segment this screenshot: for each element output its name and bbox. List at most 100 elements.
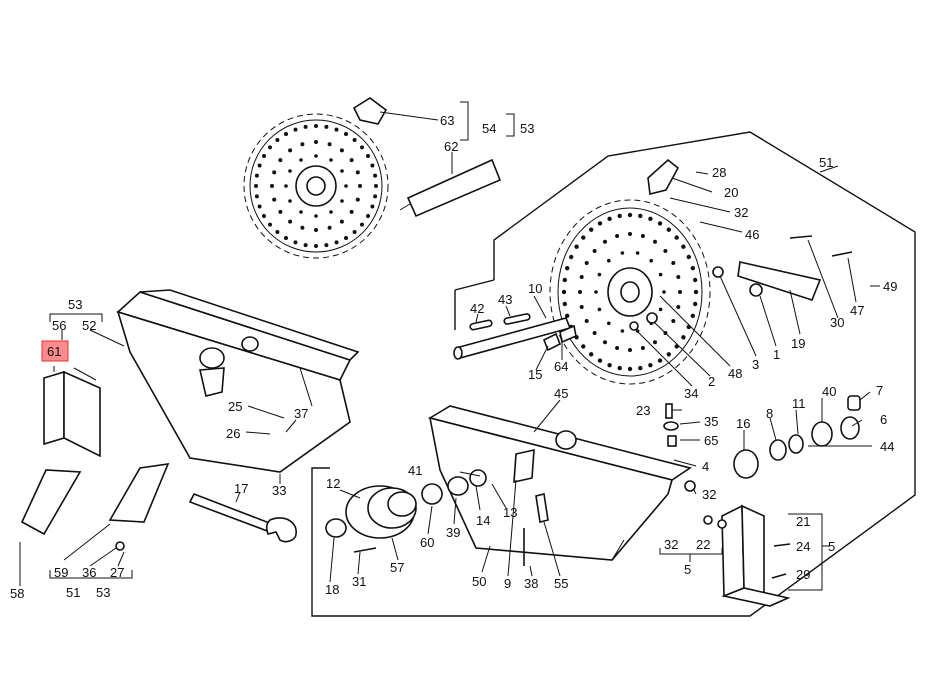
callout-label: 28 xyxy=(712,165,726,180)
bolt-hole xyxy=(299,210,303,214)
bolt-hole xyxy=(589,352,594,357)
callout-label: 51 xyxy=(819,155,833,170)
ring-8 xyxy=(769,439,787,461)
bolt-hole xyxy=(327,142,332,147)
bearing-39 xyxy=(447,476,469,496)
bolt-hole xyxy=(340,169,344,173)
bolt-hole xyxy=(254,173,259,178)
spring-64 xyxy=(559,324,577,344)
knives-58-59 xyxy=(20,463,170,551)
bolt-hole xyxy=(257,163,262,168)
bolt-hole xyxy=(303,243,308,248)
plug-7 xyxy=(847,395,861,411)
nut-1 xyxy=(749,283,763,297)
bolt-hole xyxy=(370,204,375,209)
callout-label: 23 xyxy=(636,403,650,418)
callout-label: 53 xyxy=(520,121,534,136)
callout-label: 22 xyxy=(696,537,710,552)
callout-label: 53 xyxy=(68,297,82,312)
bolt-hole xyxy=(690,266,695,271)
bolt-hole xyxy=(275,230,280,234)
wrench-17 xyxy=(188,492,297,543)
callout-label: 10 xyxy=(528,281,542,296)
callout-label: 35 xyxy=(704,414,718,429)
bolt-hole xyxy=(657,358,663,363)
washer-2 xyxy=(646,312,658,324)
bolt-hole xyxy=(339,148,344,153)
disc-outline xyxy=(243,113,389,259)
lower-housing xyxy=(427,405,692,566)
bolt-hole xyxy=(597,358,603,363)
callout-label: 59 xyxy=(54,565,68,580)
bolt-hole xyxy=(584,319,589,323)
bolt-hole xyxy=(607,258,611,263)
bolt-hole xyxy=(299,158,303,162)
bolt-hole xyxy=(268,222,272,227)
housing-rim xyxy=(139,289,360,361)
bolt-hole xyxy=(578,290,582,294)
callout-label: 65 xyxy=(704,433,718,448)
bolt-hole xyxy=(349,209,354,214)
callout-label: 34 xyxy=(684,386,698,401)
bolt-hole xyxy=(344,132,348,136)
bolt-24 xyxy=(773,543,791,547)
bolt-hole xyxy=(686,254,691,260)
bolt-hole xyxy=(638,213,643,219)
bolt-hole xyxy=(693,277,698,283)
bolt-hole xyxy=(648,363,653,368)
bolt-hole xyxy=(671,319,676,323)
bolt-hole xyxy=(344,236,348,240)
main-disc-holes xyxy=(561,212,699,372)
callout-label: 3 xyxy=(752,357,759,372)
bolt-hole xyxy=(340,199,344,203)
bolt-hole xyxy=(620,251,625,255)
bolt-hole xyxy=(658,272,663,277)
bolt-hole xyxy=(648,216,653,221)
callout-label: 38 xyxy=(524,576,538,591)
bolt-hole xyxy=(327,225,332,230)
collar-14 xyxy=(469,469,487,487)
bolt-hole xyxy=(278,158,283,163)
main-disc-assembly xyxy=(549,158,853,385)
bolt-hole xyxy=(352,138,357,142)
collar-15 xyxy=(542,332,562,352)
callout-label: 57 xyxy=(390,560,404,575)
bolt-hole xyxy=(565,266,570,271)
pin-43 xyxy=(503,313,531,325)
bolt-hole xyxy=(562,301,567,307)
ring-11 xyxy=(788,434,804,454)
bolt-hole xyxy=(653,239,657,244)
washer-46 xyxy=(712,266,724,278)
bolt-hole xyxy=(284,236,288,240)
bolt-hole xyxy=(666,227,671,232)
bolt-23 xyxy=(665,403,673,419)
bracket-arm xyxy=(199,367,225,397)
callout-label: 56 xyxy=(52,318,66,333)
bolt-hole xyxy=(620,329,625,333)
bolt-hole xyxy=(329,210,333,214)
disc-hub-bore xyxy=(306,176,326,196)
bolt-hole xyxy=(579,275,584,279)
housing-bore xyxy=(199,347,225,369)
main-disc-rim xyxy=(557,207,703,377)
bolt-hole xyxy=(257,204,262,209)
bolt-hole xyxy=(581,344,586,349)
bolt-hole xyxy=(373,173,378,178)
lower-bore xyxy=(555,430,577,450)
callout-label: 36 xyxy=(82,565,96,580)
knife-blade xyxy=(406,158,502,218)
callout-labels: 63 54 53 62 51 28 20 32 46 49 30 47 19 1… xyxy=(10,113,897,601)
bolt-hole xyxy=(288,148,293,153)
bolt-36 xyxy=(115,541,125,551)
bolt-hole xyxy=(360,222,364,227)
callout-label: 29 xyxy=(796,567,810,582)
leader-lines xyxy=(19,101,880,591)
bolt-hole xyxy=(671,261,676,265)
bearing-40 xyxy=(811,421,833,447)
bearing-parts xyxy=(663,395,861,492)
bolt-hole xyxy=(569,254,574,260)
bolt-hole xyxy=(314,244,318,248)
drive-assembly xyxy=(325,469,487,553)
callout-label: 26 xyxy=(226,426,240,441)
